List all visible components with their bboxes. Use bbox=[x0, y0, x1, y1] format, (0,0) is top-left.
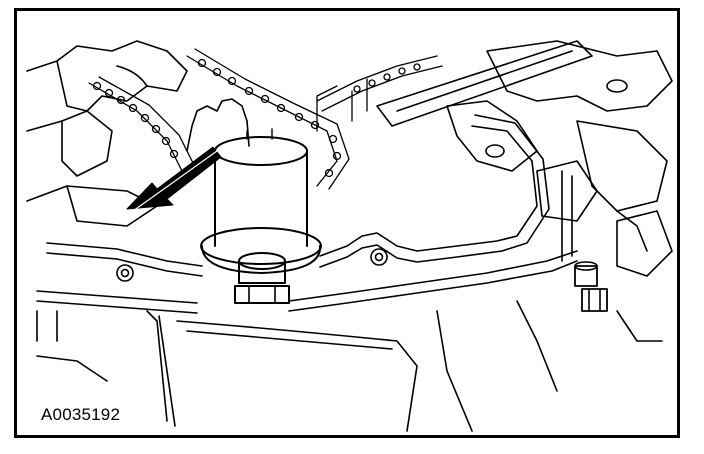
engine-block-upper-left bbox=[26, 40, 188, 227]
crankshaft-sprocket bbox=[186, 98, 250, 152]
chain-guide-rail bbox=[376, 40, 593, 127]
retaining-bolt bbox=[234, 252, 290, 304]
pointer-arrow-icon bbox=[126, 146, 222, 212]
figure-id-label: A0035192 bbox=[41, 405, 121, 424]
flange-bolt bbox=[116, 248, 388, 282]
side-bolt bbox=[574, 261, 608, 312]
oil-pan-flange bbox=[36, 114, 578, 314]
engine-block-upper-right bbox=[446, 40, 673, 277]
chain-link bbox=[353, 63, 421, 93]
timing-chain bbox=[88, 48, 443, 190]
engine-timing-chain-illustration bbox=[26, 40, 673, 432]
chain-link bbox=[197, 58, 342, 178]
oil-pan-lower bbox=[36, 300, 663, 432]
engine-block-right-side bbox=[561, 170, 648, 262]
chain-link bbox=[92, 81, 179, 159]
special-tool bbox=[200, 128, 322, 274]
figure-frame: A0035192 bbox=[14, 8, 680, 438]
